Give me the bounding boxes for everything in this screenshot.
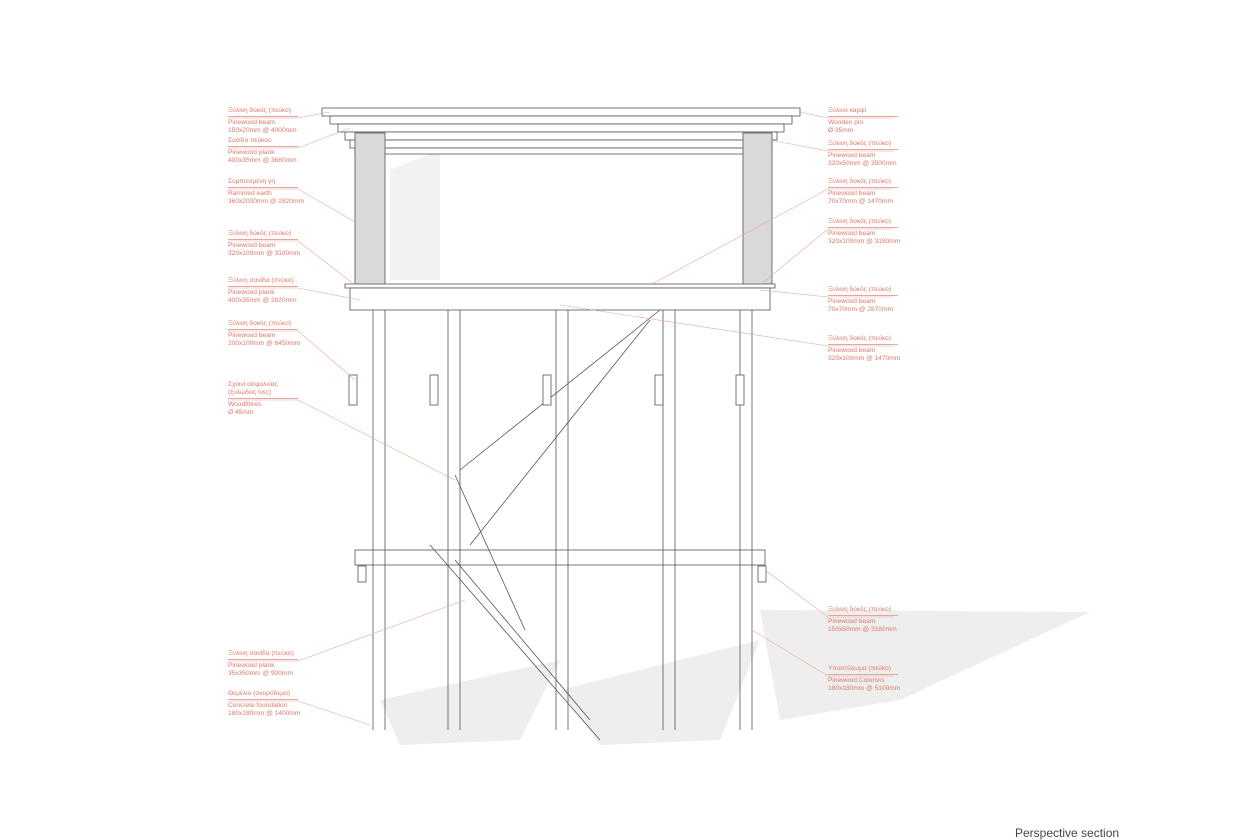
shadows	[380, 150, 1090, 745]
roof	[321, 107, 801, 155]
floor-structure	[344, 283, 776, 566]
brace-blocks	[348, 374, 767, 583]
stairs	[429, 309, 661, 741]
drawing-caption: Perspective section	[1015, 826, 1120, 840]
rammed-earth-walls	[354, 132, 773, 286]
leader-lines	[228, 111, 893, 726]
label-left-safety-rope: Σχοινί ασφαλείας(ξυλώδεις ίνες)Woodfibre…	[228, 381, 298, 417]
columns	[372, 310, 753, 730]
